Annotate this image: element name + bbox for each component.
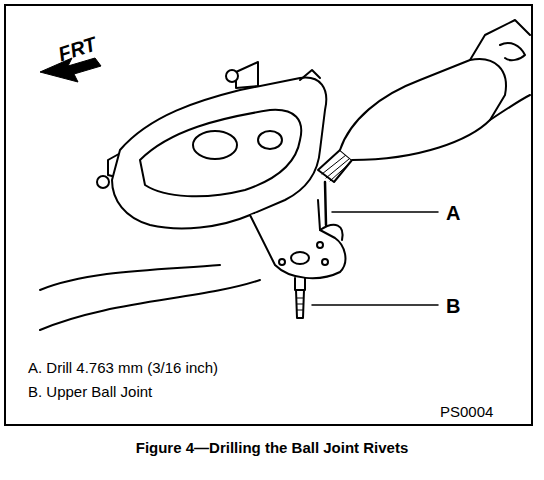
frame-line — [40, 280, 260, 330]
drill-handle — [490, 95, 530, 120]
rivet — [317, 242, 323, 248]
legend-note: A. Drill 4.763 mm (3/16 inch) — [28, 360, 218, 377]
arm-recess — [140, 110, 301, 197]
rivet — [279, 259, 285, 265]
ball-joint-stud — [296, 290, 304, 318]
frame-line — [40, 265, 220, 290]
arm-hole — [258, 131, 282, 149]
pivot-nut — [97, 176, 109, 188]
rivet — [322, 259, 328, 265]
drill-handle — [470, 20, 530, 60]
drill-body — [340, 59, 506, 160]
arm-edge — [320, 225, 343, 240]
figure-frame — [5, 5, 532, 425]
ball-joint-plate — [250, 200, 345, 278]
ball-joint-stud — [295, 278, 305, 290]
pivot-nut — [226, 70, 238, 82]
drill-bit — [325, 182, 326, 225]
pivot-bracket — [236, 62, 258, 88]
figure-caption: Figure 4—Drilling the Ball Joint Rivets — [136, 440, 409, 457]
stud-thread — [297, 298, 303, 310]
leader-line — [332, 211, 438, 213]
arm-flange — [300, 70, 320, 80]
arm-hole — [193, 131, 237, 159]
legend-note: B. Upper Ball Joint — [28, 384, 152, 401]
chuck-knurl — [322, 155, 351, 181]
leader-line — [312, 304, 438, 306]
figure-code: PS0004 — [440, 404, 493, 421]
callout-letter: A — [446, 202, 460, 224]
callout-letter: B — [446, 295, 460, 317]
ball-joint-stud-top — [291, 252, 309, 264]
hand — [500, 43, 525, 60]
